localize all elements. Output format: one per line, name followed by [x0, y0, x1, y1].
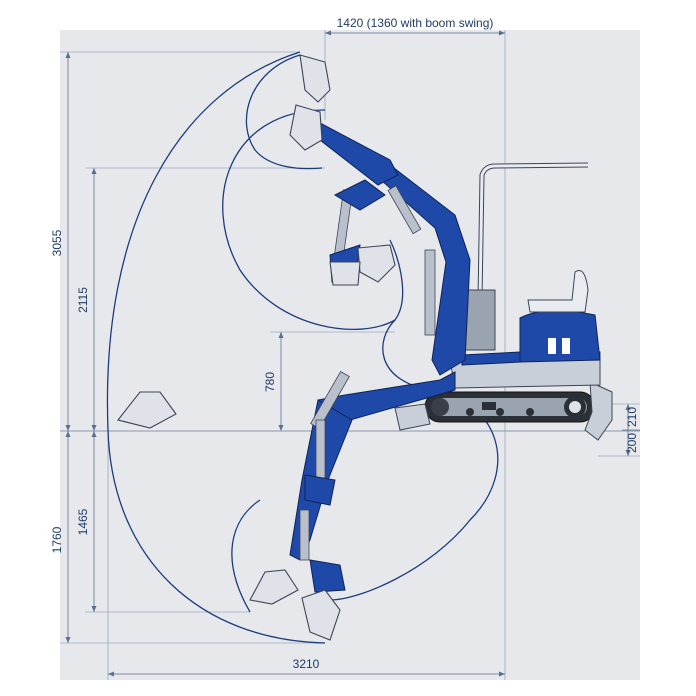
dig-depth-label: 1760 [50, 526, 64, 553]
blade-down-label: 200 [625, 433, 639, 453]
buckets-raised [117, 54, 396, 429]
buckets-lowered [249, 569, 341, 641]
extension-lines [60, 30, 640, 680]
top-width-label: 1420 (1360 with boom swing) [337, 16, 494, 30]
reach-envelope [106, 51, 499, 644]
wall-depth-label: 1465 [76, 508, 90, 535]
reach-label: 3210 [293, 657, 320, 671]
lift-height-label: 780 [263, 372, 277, 392]
dimension-lines [65, 30, 640, 677]
arm-lowered [289, 370, 456, 593]
max-height-label: 3055 [50, 229, 64, 256]
dozer-blade [394, 381, 613, 441]
crawler-track [424, 391, 596, 423]
dump-height-label: 2115 [76, 287, 90, 313]
blade-up-label: 210 [625, 407, 639, 427]
upper-structure [449, 162, 601, 389]
dimension-labels: 1420 (1360 with boom swing) 3055 2115 78… [50, 16, 639, 671]
